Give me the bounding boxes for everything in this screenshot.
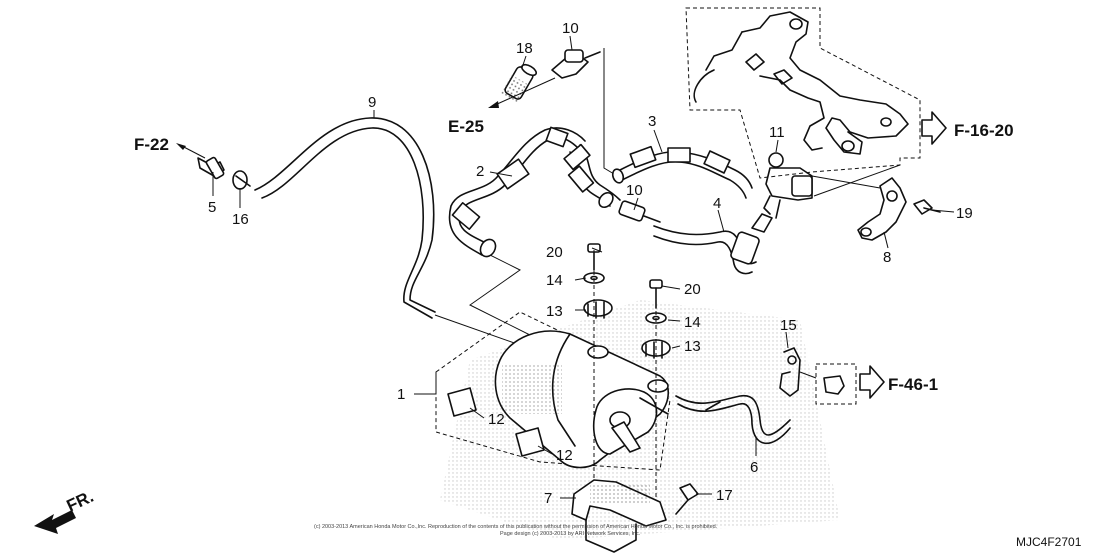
callout-16: 16 bbox=[232, 211, 249, 228]
canister-mount-hole bbox=[587, 345, 609, 359]
hose-2-tail bbox=[563, 143, 621, 209]
part-17-tube bbox=[500, 63, 538, 104]
front-arrow-icon bbox=[34, 510, 76, 534]
hose-3 bbox=[611, 145, 753, 199]
callout-14-right: 14 bbox=[684, 314, 701, 331]
part-15-clip bbox=[779, 347, 801, 397]
f1620-arrow bbox=[921, 111, 947, 145]
part-12-pad-upper bbox=[447, 387, 477, 417]
callout-6: 6 bbox=[750, 459, 758, 476]
f461-clip bbox=[823, 375, 845, 395]
hose-9 bbox=[254, 117, 436, 319]
copyright-line-2: Page design (c) 2003-2013 by ARI Network… bbox=[500, 531, 641, 537]
hose-2 bbox=[448, 126, 586, 258]
part-7-bracket bbox=[571, 479, 667, 553]
callout-8: 8 bbox=[883, 249, 891, 266]
bracket-dashed-box bbox=[685, 7, 921, 179]
ref-f1620: F-16-20 bbox=[954, 121, 1014, 140]
bracket-assembly bbox=[693, 11, 909, 155]
callout-18: 17 bbox=[716, 487, 733, 504]
ref-e25: E-25 bbox=[448, 117, 484, 136]
canister-leader bbox=[420, 372, 437, 395]
callout-12-lower: 12 bbox=[556, 447, 573, 464]
callout-5: 5 bbox=[208, 199, 216, 216]
part-16-clamp bbox=[232, 170, 251, 190]
callout-17: 18 bbox=[516, 40, 533, 57]
callout-leaders bbox=[212, 35, 955, 499]
callout-3: 3 bbox=[648, 113, 656, 130]
vertical-connector bbox=[603, 48, 615, 175]
f461-leader bbox=[799, 371, 817, 379]
copyright-line-1: (c) 2003-2013 American Honda Motor Co.,I… bbox=[314, 524, 718, 530]
callout-7: 7 bbox=[544, 490, 552, 507]
callout-13-left: 13 bbox=[546, 303, 563, 320]
callout-13-right: 13 bbox=[684, 338, 701, 355]
front-indicator-label: FR. bbox=[64, 487, 97, 516]
callout-14-left: 14 bbox=[546, 272, 563, 289]
part-11-solenoid bbox=[763, 152, 813, 219]
f461-arrow bbox=[859, 365, 885, 399]
e25-arrow-line bbox=[494, 77, 556, 106]
callout-11: 11 bbox=[769, 124, 785, 141]
part-13-grommet-left bbox=[583, 299, 613, 319]
f461-dashed-box bbox=[815, 363, 857, 405]
callout-12-upper: 12 bbox=[488, 411, 505, 428]
bracket-leader bbox=[811, 175, 881, 189]
connector-line bbox=[469, 249, 541, 341]
hose-6 bbox=[675, 394, 791, 445]
callout-2: 2 bbox=[476, 163, 484, 180]
callout-1: 1 bbox=[397, 386, 405, 403]
bracket-leader bbox=[813, 164, 901, 197]
ref-f22: F-22 bbox=[134, 135, 169, 154]
part-12-pad-lower bbox=[515, 427, 545, 457]
callout-9: 9 bbox=[368, 94, 376, 111]
callout-10-top: 10 bbox=[562, 20, 579, 37]
callout-10-mid: 10 bbox=[626, 182, 643, 199]
part-8-clip bbox=[857, 177, 907, 241]
hose-4 bbox=[653, 213, 773, 275]
callout-20-right: 20 bbox=[684, 281, 701, 298]
part-10-fitting-mid bbox=[618, 200, 661, 223]
part-10-fitting-top bbox=[551, 49, 601, 79]
e25-arrow-head bbox=[488, 101, 499, 108]
canister-dashed-box bbox=[435, 311, 671, 471]
callout-19: 19 bbox=[956, 205, 973, 222]
ref-f461: F-46-1 bbox=[888, 375, 938, 394]
callout-20-left: 20 bbox=[546, 244, 563, 261]
callout-15: 15 bbox=[780, 317, 797, 334]
connector-line bbox=[434, 314, 521, 346]
callout-4: 4 bbox=[713, 195, 721, 212]
part-code: MJC4F2701 bbox=[1016, 535, 1082, 549]
part-19-bolt bbox=[913, 199, 941, 215]
part-5-joint bbox=[197, 156, 225, 180]
canister-mount-hole bbox=[647, 379, 669, 393]
f22-arrow-head bbox=[176, 143, 186, 150]
